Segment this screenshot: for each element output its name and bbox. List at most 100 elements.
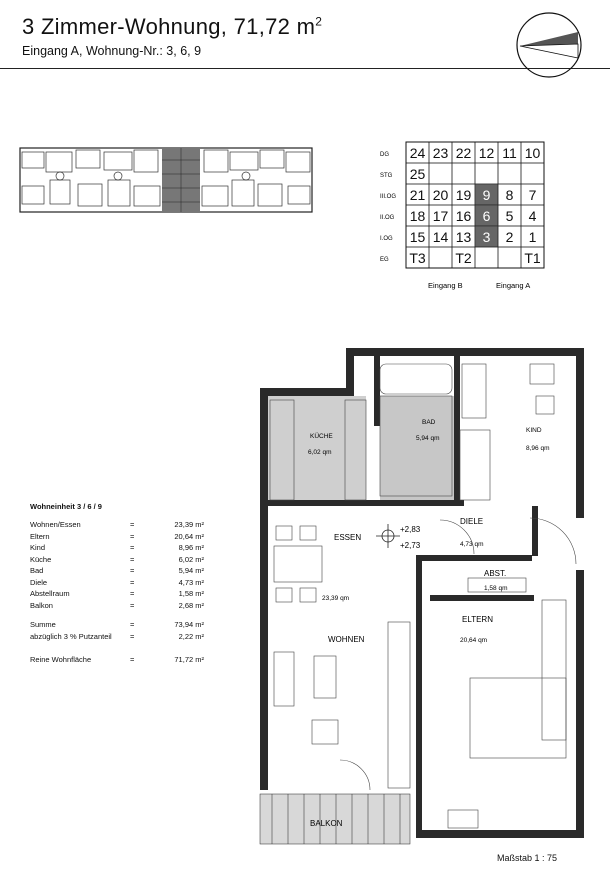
- floor-label: III.OG: [380, 194, 396, 200]
- unit-number: 21: [410, 187, 426, 203]
- area-value: 5,94 m²: [178, 566, 204, 576]
- floor-plan: KÜCHE 6,02 qm BAD 5,94 qm KIND 8,96 qm E…: [259, 348, 584, 845]
- unit-number: 17: [433, 208, 449, 224]
- essen-label: ESSEN: [334, 533, 361, 542]
- area-room-name: Wohnen/Essen: [30, 520, 81, 530]
- area-room-name: Kind: [30, 543, 46, 553]
- area-value: 23,39 m²: [174, 520, 204, 530]
- unit-cell: [497, 162, 522, 185]
- floor-label: I.OG: [380, 236, 393, 242]
- area-room-name: Balkon: [30, 600, 53, 610]
- area-value: 20,64 m²: [174, 531, 204, 541]
- unit-number: 15: [410, 229, 426, 245]
- area-equals: =: [130, 554, 135, 564]
- area-room-name: Diele: [30, 577, 48, 587]
- area-value: 4,73 m²: [178, 577, 204, 587]
- area-equals: =: [130, 520, 135, 530]
- area-table-heading: Wohneinheit 3 / 6 / 9: [30, 502, 102, 511]
- unit-number: 23: [433, 145, 449, 161]
- entrance-b-label: Eingang B: [428, 281, 463, 290]
- kueche-label: KÜCHE: [310, 432, 333, 440]
- unit-cell: [428, 162, 453, 185]
- wohnen-label: WOHNEN: [328, 635, 365, 644]
- unit-number: T1: [524, 250, 541, 266]
- area-value: 2,68 m²: [178, 600, 204, 610]
- unit-number: 13: [456, 229, 472, 245]
- area-value: 6,02 m²: [178, 554, 204, 564]
- wohnen-area: 23,39 qm: [322, 595, 349, 602]
- unit-number: 9: [483, 187, 491, 203]
- entrance-a-label: Eingang A: [496, 281, 530, 290]
- area-row: Eltern=20,64 m²: [30, 531, 245, 543]
- area-row: Küche = 6,02 m²: [30, 554, 245, 566]
- unit-cell: [451, 162, 476, 185]
- unit-number: 2: [506, 229, 514, 245]
- unit-number: 20: [433, 187, 449, 203]
- floor-label: II.OG: [380, 215, 395, 221]
- area-sum-row: Summe=73,94 m²: [30, 620, 204, 630]
- area-table: Wohneinheit 3 / 6 / 9 Wohnen/Essen = 23,39…: [30, 502, 245, 666]
- bad-area: 5,94 qm: [416, 435, 440, 442]
- area-equals: =: [130, 543, 135, 553]
- unit-cell: [474, 162, 499, 185]
- unit-cell: [497, 246, 522, 269]
- unit-number: 10: [525, 145, 541, 161]
- area-equals: =: [130, 577, 135, 587]
- area-equals: =: [130, 566, 135, 576]
- unit-cell: [474, 246, 499, 269]
- area-room-name: Abstellraum: [30, 589, 70, 599]
- area-row: Diele = 4,73 m²: [30, 577, 245, 589]
- area-row: Abstellraum=1,58 m²: [30, 588, 245, 600]
- abst-label: ABST.: [484, 569, 506, 578]
- area-row: Kind = 8,96 m²: [30, 542, 245, 554]
- level-lower: +2,73: [400, 541, 421, 550]
- unit-number: 18: [410, 208, 426, 224]
- balkon-label: BALKON: [310, 819, 343, 828]
- diele-label: DIELE: [460, 517, 483, 526]
- area-row: Bad = 5,94 m²: [30, 565, 245, 577]
- floor-label: EG: [380, 257, 389, 263]
- area-value: 1,58 m²: [178, 589, 204, 599]
- unit-number: 24: [410, 145, 426, 161]
- unit-number: 1: [529, 229, 537, 245]
- unit-number: 5: [506, 208, 514, 224]
- diele-area: 4,73 qm: [460, 541, 484, 548]
- kind-label: KIND: [526, 427, 542, 434]
- header-divider: [0, 68, 610, 69]
- unit-cell: [520, 162, 545, 185]
- area-deduction-row: abzüglich 3 % Putzanteil=2,22 m²: [30, 631, 204, 641]
- unit-number: 3: [483, 229, 491, 245]
- eltern-area: 20,64 qm: [460, 637, 487, 644]
- scale-label: Maßstab 1 : 75: [497, 853, 558, 863]
- bad-label: BAD: [422, 419, 436, 426]
- unit-number: 12: [479, 145, 495, 161]
- area-room-name: Bad: [30, 566, 44, 576]
- unit-number: 7: [529, 187, 537, 203]
- abst-area: 1,58 qm: [484, 585, 508, 592]
- unit-number: 14: [433, 229, 449, 245]
- area-value: 8,96 m²: [178, 543, 204, 553]
- unit-number: 19: [456, 187, 472, 203]
- page-title: 3 Zimmer-Wohnung, 71,72 m2: [22, 14, 323, 39]
- unit-number: 22: [456, 145, 472, 161]
- area-equals: =: [130, 600, 135, 610]
- unit-number: 8: [506, 187, 514, 203]
- page-subtitle: Eingang A, Wohnung-Nr.: 3, 6, 9: [22, 44, 202, 58]
- area-row: Wohnen/Essen = 23,39 m²: [30, 519, 245, 531]
- unit-cell: [428, 246, 453, 269]
- eltern-label: ELTERN: [462, 615, 493, 624]
- floor-label: DG: [380, 152, 389, 158]
- area-equals: =: [130, 531, 135, 541]
- unit-number: T2: [455, 250, 472, 266]
- unit-number: 25: [410, 166, 426, 182]
- unit-number: 4: [529, 208, 537, 224]
- unit-number: 6: [483, 208, 491, 224]
- unit-number: 16: [456, 208, 472, 224]
- compass-icon: [516, 12, 582, 78]
- unit-number: 11: [502, 145, 517, 161]
- level-upper: +2,83: [400, 525, 421, 534]
- kueche-area: 6,02 qm: [308, 449, 332, 456]
- area-room-name: Küche: [30, 554, 52, 564]
- building-site-plan: [19, 147, 313, 213]
